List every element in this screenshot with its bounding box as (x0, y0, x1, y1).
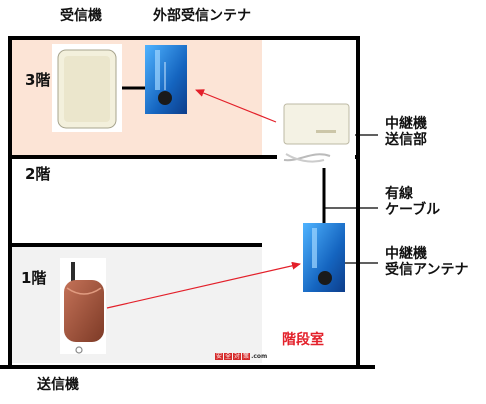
relay-transmitter-label-line2: 送信部 (385, 132, 427, 149)
floor1-label: 1階 (21, 269, 47, 287)
cable-label-line2: ケーブル (385, 202, 441, 219)
transmitter-label: 送信機 (37, 377, 79, 393)
external-antenna-device (145, 45, 187, 114)
relay-antenna-label-line2: 受信アンテナ (385, 262, 469, 279)
relay-transmitter-device (277, 98, 355, 168)
watermark-char-3: 対 (233, 353, 242, 360)
watermark-domain: .com (251, 353, 268, 360)
watermark-logo: 安全対策.com (215, 351, 267, 360)
floor3-area (12, 40, 262, 156)
signal-arrow-relay-to-antenna (195, 89, 277, 123)
stairwell-label: 階段室 (282, 332, 324, 348)
watermark-char-2: 全 (224, 353, 233, 360)
relay-antenna-label-line1: 中継機 (385, 246, 427, 262)
signal-arrow-transmitter-to-relay (106, 261, 301, 309)
relay-transmitter-label-line1: 中継機 (385, 116, 427, 132)
relay-transmitter-label: 中継機 送信部 (385, 116, 427, 148)
watermark-char-4: 策 (242, 353, 251, 360)
relay-antenna-device (303, 223, 345, 292)
watermark-char-1: 安 (215, 353, 224, 360)
cable-label: 有線 ケーブル (385, 186, 440, 218)
transmitter-device (60, 258, 106, 354)
receiver-label: 受信機 (60, 8, 102, 24)
external-antenna-label: 外部受信ンテナ (153, 8, 251, 24)
floor3-label: 3階 (25, 71, 51, 89)
relay-antenna-label: 中継機 受信アンテナ (385, 246, 468, 278)
floor1-area (12, 245, 262, 363)
receiver-device (52, 44, 122, 132)
cable-label-line1: 有線 (385, 186, 413, 202)
floor2-label: 2階 (25, 165, 51, 183)
